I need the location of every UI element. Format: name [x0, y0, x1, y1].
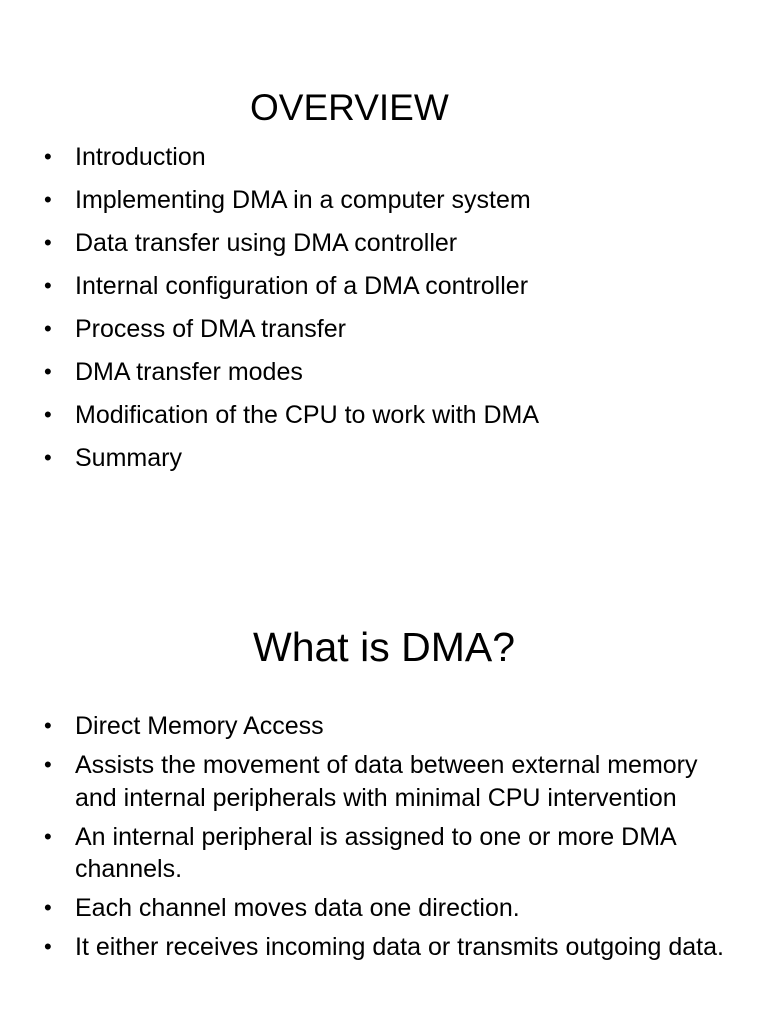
slide-title: What is DMA? [253, 624, 515, 670]
bullet-icon: • [44, 187, 52, 212]
bullet-icon: • [44, 445, 52, 470]
list-item-text: An internal peripheral is assigned to on… [75, 822, 676, 884]
list-item: • Each channel moves data one direction. [44, 892, 734, 925]
list-item: • Internal configuration of a DMA control… [44, 269, 734, 303]
bullet-list: • Direct Memory Access • Assists the movem… [44, 710, 734, 970]
list-item-text: Assists the movement of data between ext… [75, 751, 698, 812]
list-item-text: It either receives incoming data or tran… [75, 933, 724, 961]
bullet-icon: • [44, 230, 52, 255]
list-item: • An internal peripheral is assigned to o… [44, 821, 734, 886]
list-item-text: Each channel moves data one direction. [75, 894, 520, 922]
bullet-icon: • [44, 402, 52, 427]
bullet-icon: • [44, 273, 52, 298]
list-item-text: Modification of the CPU to work with DMA [75, 401, 540, 429]
slide-what-is-dma: What is DMA? • Direct Memory Access • Assi… [0, 570, 768, 1024]
list-item-text: Internal configuration of a DMA controll… [75, 272, 529, 300]
list-item-text: Direct Memory Access [75, 712, 324, 740]
bullet-icon: • [44, 713, 52, 738]
list-item: • Direct Memory Access [44, 710, 734, 743]
bullet-list: • Introduction • Implementing DMA in a com… [44, 140, 734, 484]
list-item: • Implementing DMA in a computer system [44, 183, 734, 217]
list-item: • Assists the movement of data between ex… [44, 749, 734, 814]
bullet-icon: • [44, 895, 52, 920]
bullet-icon: • [44, 144, 52, 169]
list-item-text: DMA transfer modes [75, 358, 303, 386]
list-item-text: Introduction [75, 143, 206, 171]
list-item-text: Summary [75, 444, 182, 472]
list-item-text: Process of DMA transfer [75, 315, 346, 343]
bullet-icon: • [44, 316, 52, 341]
bullet-icon: • [44, 823, 52, 849]
list-item: • Process of DMA transfer [44, 312, 734, 346]
list-item: • Data transfer using DMA controller [44, 226, 734, 260]
bullet-icon: • [44, 934, 52, 959]
list-item: • DMA transfer modes [44, 355, 734, 389]
slide-title: OVERVIEW [250, 87, 449, 128]
bullet-icon: • [44, 359, 52, 384]
bullet-icon: • [44, 752, 52, 777]
slide-overview: OVERVIEW • Introduction • Implementing DMA… [0, 0, 768, 500]
list-item: • Summary [44, 441, 734, 475]
list-item: • It either receives incoming data or tra… [44, 931, 734, 964]
list-item: • Introduction [44, 140, 734, 174]
list-item-text: Implementing DMA in a computer system [75, 186, 531, 214]
list-item-text: Data transfer using DMA controller [75, 229, 458, 257]
list-item: • Modification of the CPU to work with DM… [44, 398, 734, 432]
